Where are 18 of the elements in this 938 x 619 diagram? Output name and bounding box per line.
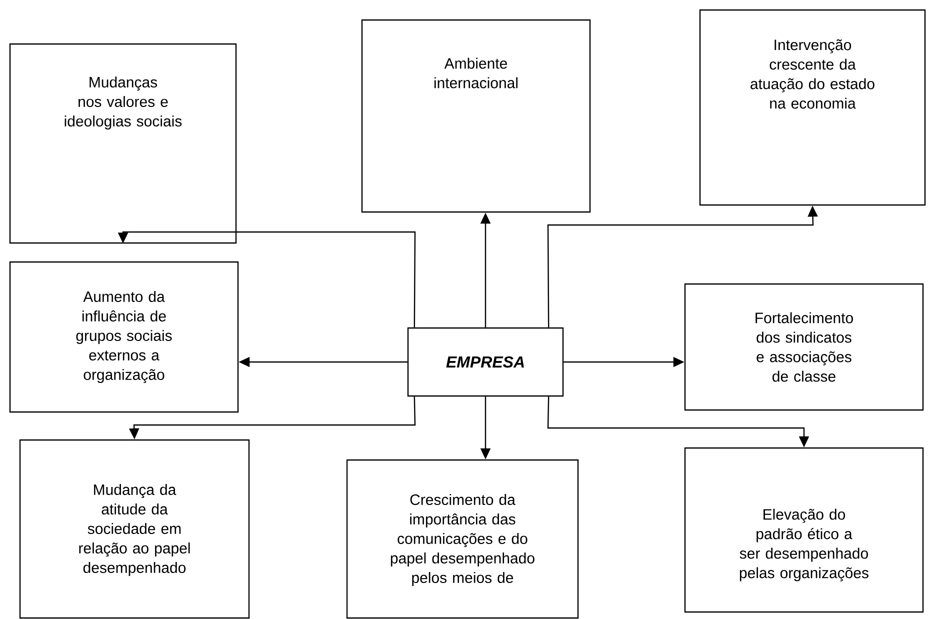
factor-box [699, 9, 926, 206]
factor-box [684, 447, 924, 613]
node-label: EMPRESA [446, 356, 524, 368]
factor-box [684, 283, 924, 411]
factor-box [346, 459, 579, 619]
node-label: Mudanças nos valores e ideologias sociais [64, 76, 182, 130]
factor-box [19, 439, 250, 619]
node-label: Crescimento da importância das comunicações e do papel desempenhado pelos meios de [390, 494, 534, 586]
factor-box [9, 261, 239, 413]
node-label: Mudança da atitude da sociedade em relação ao papel desempenhado [79, 484, 190, 576]
factor-box [361, 19, 591, 213]
factor-box [9, 43, 237, 244]
node-label: Ambiente internacional [434, 58, 518, 88]
node-label: Fortalecimento dos sindicatos e associações de classe [756, 312, 853, 382]
node-label: Elevação do padrão ético a ser desempenhado pelas organizações [740, 508, 868, 582]
center-box [407, 327, 564, 397]
node-label: Intervenção crescente da atuação do estado na economia [750, 39, 874, 109]
node-label: Aumento da influência de grupos sociais externos a organização [76, 290, 172, 384]
